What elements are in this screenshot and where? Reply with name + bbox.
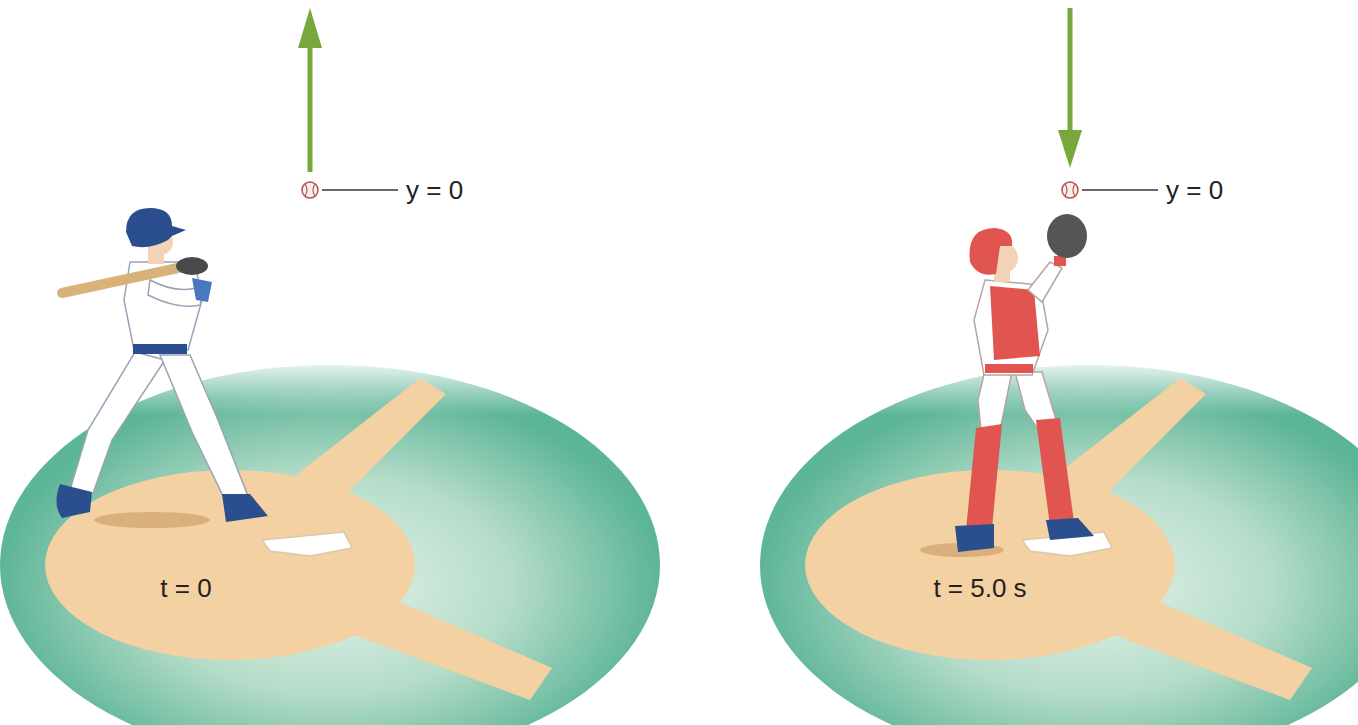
batting-gloves <box>176 257 208 275</box>
belt <box>133 344 187 354</box>
catcher-figure <box>920 214 1094 557</box>
ball-stitch <box>305 184 315 196</box>
shin-guard <box>966 424 1002 530</box>
time-label: t = 0 <box>160 575 211 601</box>
chest-protector <box>990 286 1040 360</box>
shadow <box>94 512 210 528</box>
ball-stitch <box>1065 184 1075 196</box>
velocity-arrow <box>308 44 313 172</box>
velocity-arrow <box>1068 8 1073 134</box>
helmet <box>126 208 186 247</box>
catcher-arm <box>1028 262 1062 302</box>
belt <box>985 364 1033 373</box>
leader-line <box>322 189 398 191</box>
position-label: y = 0 <box>1166 177 1223 203</box>
shoe <box>222 494 268 522</box>
catcher-helmet <box>970 228 1013 275</box>
catcher-mitt <box>1047 214 1087 258</box>
baseball <box>302 182 318 198</box>
batter-figure <box>56 208 268 528</box>
arrow-head <box>1058 130 1082 168</box>
shoe <box>955 524 994 552</box>
leader-line <box>1082 189 1158 191</box>
time-label: t = 5.0 s <box>933 575 1026 601</box>
baseball <box>1062 182 1078 198</box>
shoe <box>56 484 92 518</box>
baseball-field <box>760 355 1358 725</box>
arrow-head <box>298 8 322 48</box>
position-label: y = 0 <box>406 177 463 203</box>
batter-leg <box>70 352 165 496</box>
shin-guard <box>1036 418 1074 526</box>
batter-leg <box>160 355 248 502</box>
sleeve <box>192 278 212 302</box>
shoe <box>1046 518 1094 540</box>
